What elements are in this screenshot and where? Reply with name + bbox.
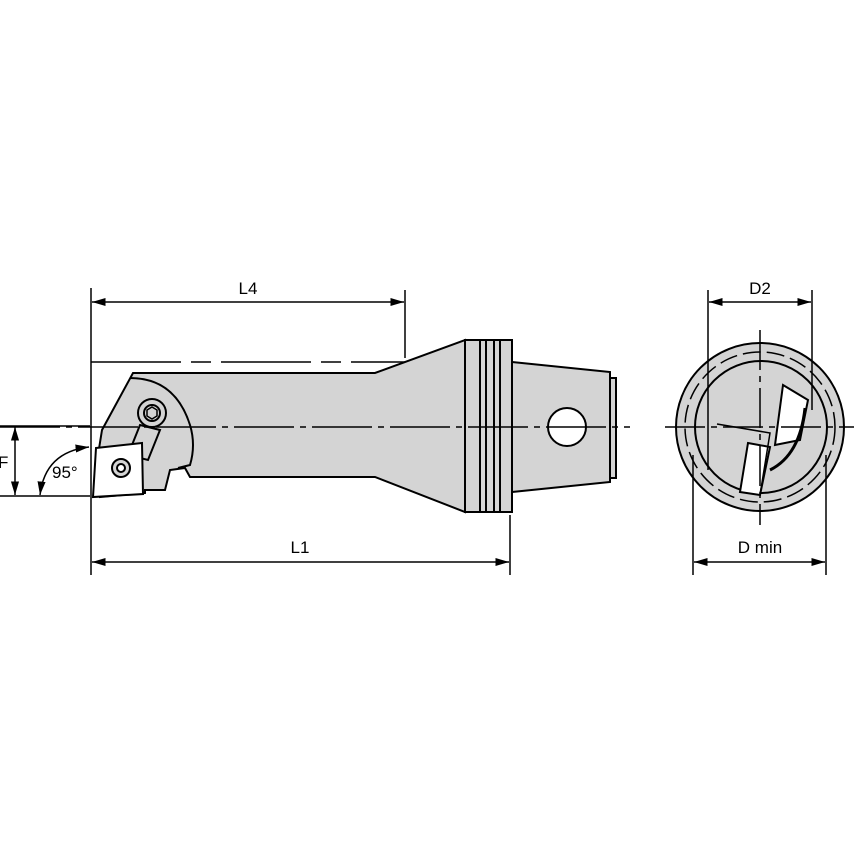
angle-arc: [37, 444, 90, 496]
dmin-label: D min: [738, 538, 782, 557]
shank-end: [609, 377, 617, 479]
l4-label: L4: [239, 279, 258, 298]
side-view: [91, 338, 617, 514]
head-clamp: [129, 377, 194, 469]
d2-label: D2: [749, 279, 771, 298]
l1-label: L1: [291, 538, 310, 557]
clamp-screw: [137, 398, 167, 428]
angle-label: 95°: [52, 463, 78, 482]
f-label: F: [0, 453, 8, 472]
flange: [464, 339, 513, 513]
